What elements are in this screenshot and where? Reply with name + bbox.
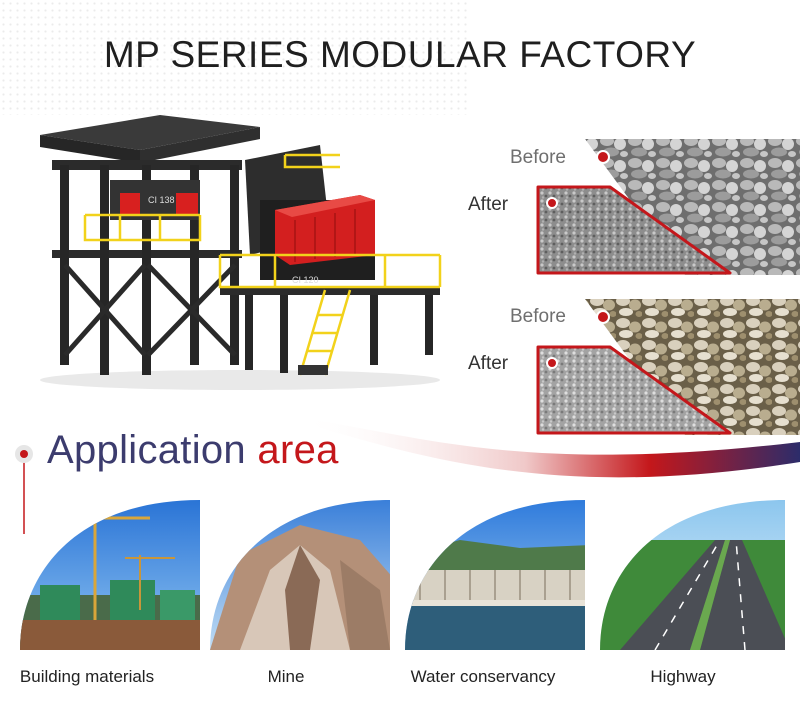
application-images xyxy=(20,500,785,650)
heading-part2: area xyxy=(257,428,339,472)
highway-image xyxy=(600,500,785,650)
aggregate-comparison-image xyxy=(536,139,800,275)
modular-factory-machine-image: CI 138 CI 120 xyxy=(40,115,442,390)
before-label: Before xyxy=(510,306,566,327)
after-label: After xyxy=(468,353,509,374)
after-label: After xyxy=(468,194,509,215)
application-area-heading: Application area xyxy=(47,428,339,473)
application-label-highway: Highway xyxy=(650,667,716,686)
decorative-swoosh xyxy=(300,418,800,478)
before-after-panel-2: Before After xyxy=(460,295,800,443)
application-label-water-conservancy: Water conservancy xyxy=(410,667,556,686)
before-after-panel-1: Before After xyxy=(460,135,800,283)
machine-label-left: CI 138 xyxy=(148,195,175,205)
page-title: MP SERIES MODULAR FACTORY xyxy=(103,34,697,75)
water-conservancy-image xyxy=(405,500,585,650)
location-pin-icon xyxy=(15,445,33,534)
application-label-building-materials: Building materials xyxy=(19,667,155,686)
aggregate-comparison-image xyxy=(536,299,800,435)
before-label: Before xyxy=(510,147,566,168)
dot-pattern-background xyxy=(0,0,470,115)
machine-label-right: CI 120 xyxy=(292,275,319,285)
building-materials-image xyxy=(20,500,200,650)
heading-part1: Application xyxy=(47,428,246,472)
mine-image xyxy=(210,500,390,650)
application-label-mine: Mine xyxy=(267,667,305,686)
